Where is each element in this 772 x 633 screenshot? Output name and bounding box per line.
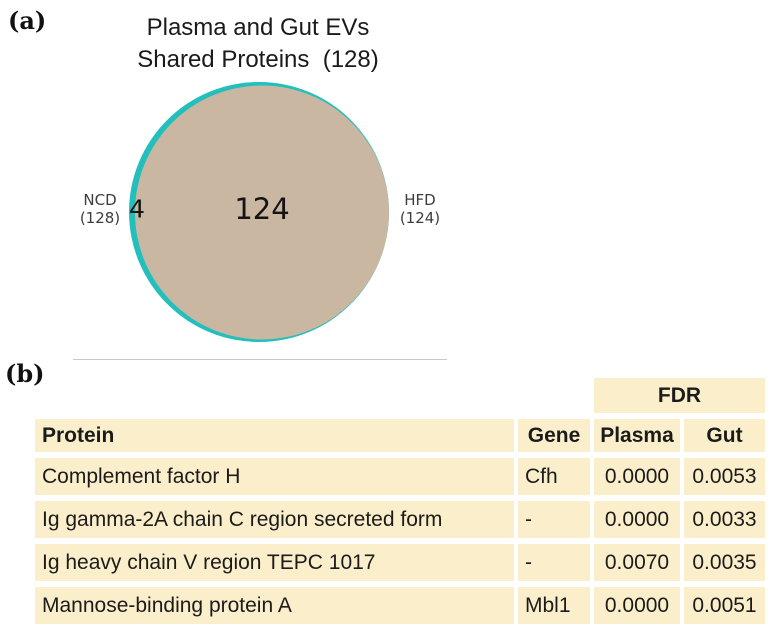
table-group-header-fdr: FDR <box>594 378 765 413</box>
table-spacer-cell <box>518 378 590 413</box>
table-header-gene: Gene <box>518 419 590 452</box>
venn-title: Plasma and Gut EVs Shared Proteins (128) <box>58 12 458 76</box>
venn-title-line2: Shared Proteins (128) <box>137 46 379 73</box>
table-row-plasma: 0.0000 <box>594 458 680 495</box>
panel-divider-line <box>73 359 447 360</box>
table-row-plasma: 0.0000 <box>594 501 680 538</box>
venn-set-ncd-name: NCD <box>83 191 117 209</box>
table-row-protein: Ig heavy chain V region TEPC 1017 <box>35 544 514 581</box>
panel-b-label: (b) <box>5 359 45 388</box>
venn-count-ncd-only: 4 <box>129 194 145 224</box>
venn-set-hfd-name: HFD <box>404 191 436 209</box>
table-row-plasma: 0.0000 <box>594 587 680 624</box>
venn-set-label-hfd: HFD (124) <box>400 191 440 227</box>
venn-set-hfd-total: (124) <box>399 209 441 227</box>
table-header-protein: Protein <box>35 419 514 452</box>
table-row-gene: - <box>518 501 590 538</box>
table-row-plasma: 0.0070 <box>594 544 680 581</box>
table-row-gut: 0.0033 <box>684 501 765 538</box>
venn-circle-hfd <box>135 85 389 340</box>
venn-set-ncd-total: (128) <box>79 209 121 227</box>
table-row-gene: - <box>518 544 590 581</box>
fdr-table: FDR Protein Gene Plasma Gut Complement f… <box>35 378 765 624</box>
table-row-gut: 0.0051 <box>684 587 765 624</box>
table-row-protein: Complement factor H <box>35 458 514 495</box>
table-header-gut: Gut <box>684 419 765 452</box>
panel-a-label: (a) <box>8 6 47 35</box>
table-header-plasma: Plasma <box>594 419 680 452</box>
venn-diagram <box>129 82 389 342</box>
table-row-protein: Ig gamma-2A chain C region secreted form <box>35 501 514 538</box>
table-row-gut: 0.0053 <box>684 458 765 495</box>
table-row-gene: Mbl1 <box>518 587 590 624</box>
table-spacer-cell <box>35 378 514 413</box>
venn-title-line1: Plasma and Gut EVs <box>146 14 370 41</box>
venn-count-shared: 124 <box>234 192 290 226</box>
table-row-protein: Mannose-binding protein A <box>35 587 514 624</box>
table-row-gene: Cfh <box>518 458 590 495</box>
venn-set-label-ncd: NCD (128) <box>80 191 120 227</box>
table-row-gut: 0.0035 <box>684 544 765 581</box>
